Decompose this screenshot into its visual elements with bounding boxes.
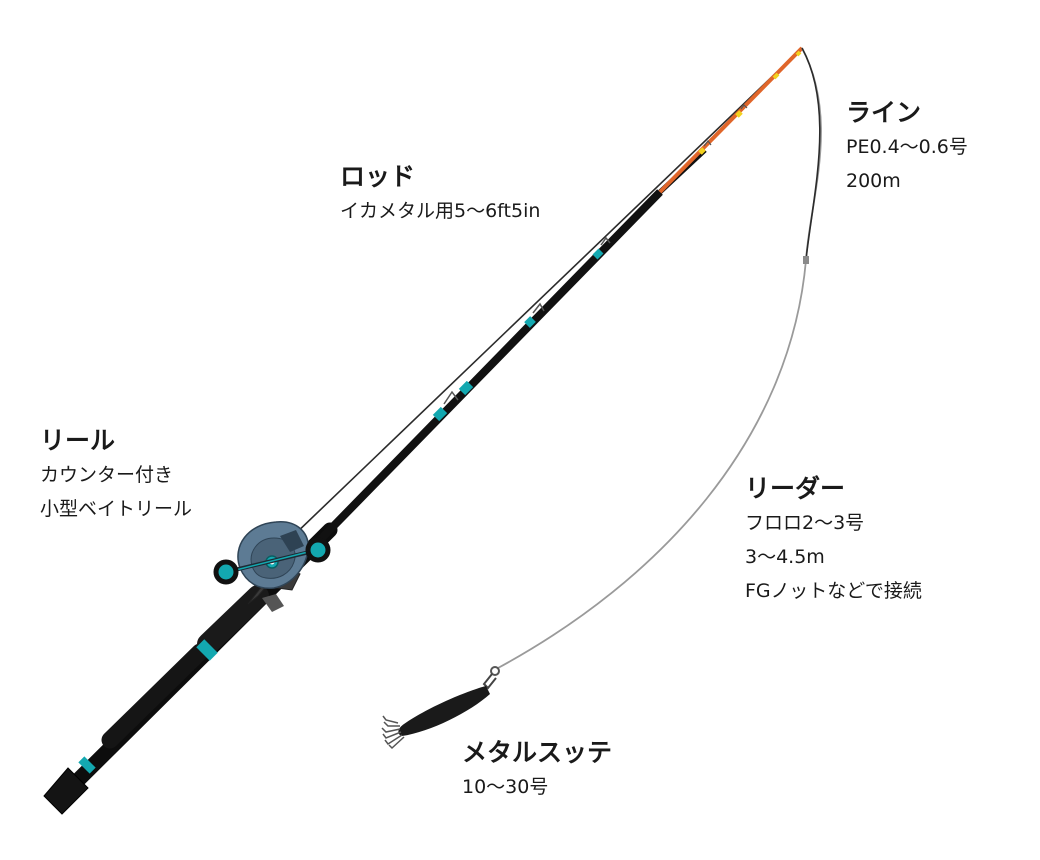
leader-length: 3〜4.5m <box>745 546 825 568</box>
main-line-tip-curve <box>801 47 821 261</box>
fg-knot <box>803 256 809 264</box>
rod-solid-tip <box>658 46 804 194</box>
snap-swivel <box>490 666 500 676</box>
baitcasting-reel <box>213 521 331 590</box>
leader-label: リーダー フロロ2〜3号 3〜4.5m FGノットなどで接続 <box>745 472 922 608</box>
rod-blank <box>312 189 663 548</box>
tip-wrap <box>772 72 780 80</box>
line-label: ライン PE0.4〜0.6号 200m <box>846 96 968 198</box>
rod-spec: イカメタル用5〜6ft5in <box>340 200 541 222</box>
sutte-weight: 10〜30号 <box>462 776 549 798</box>
butt-cap <box>43 767 89 815</box>
rod-guide <box>443 390 459 405</box>
grip-ring <box>196 639 218 661</box>
sutte-label: メタルスッテ 10〜30号 <box>462 736 612 804</box>
rod-guide <box>740 104 748 110</box>
reel-spec-type: 小型ベイトリール <box>40 498 193 520</box>
reel-title: リール <box>40 426 116 455</box>
main-line <box>267 47 803 561</box>
sutte-title: メタルスッテ <box>462 738 613 767</box>
rod-title: ロッド <box>340 162 416 191</box>
tip-wrap <box>698 147 706 155</box>
thread-wrap <box>458 380 474 396</box>
tip-wrap <box>735 110 743 118</box>
reel-label: リール カウンター付き 小型ベイトリール <box>40 424 192 526</box>
fore-grip <box>197 585 269 655</box>
snap-clip <box>482 673 497 690</box>
leader-title: リーダー <box>745 474 846 503</box>
handle-knob-left <box>213 559 239 585</box>
trigger <box>262 594 284 612</box>
thread-wrap <box>524 316 536 328</box>
rod-guide <box>600 236 611 246</box>
reel-handle-arm-accent <box>235 551 309 571</box>
squid-jig-hooks <box>381 715 405 750</box>
rod-label: ロッド イカメタル用5〜6ft5in <box>340 160 540 228</box>
tip-wrap <box>795 50 802 57</box>
leader-knot: FGノットなどで接続 <box>745 580 922 602</box>
sutte-body <box>398 686 490 736</box>
line-spec: PE0.4〜0.6号 <box>846 136 968 158</box>
rod-guide <box>703 140 712 147</box>
line-title: ライン <box>846 98 922 127</box>
handle-knob-right <box>305 537 331 563</box>
metal-sutte <box>381 666 500 750</box>
rod-guide <box>532 302 545 314</box>
rear-grip <box>101 643 209 749</box>
line-length: 200m <box>846 170 901 192</box>
grip-ring <box>78 756 96 774</box>
reel-spec-counter: カウンター付き <box>40 464 174 486</box>
leader-spec: フロロ2〜3号 <box>745 512 865 534</box>
thread-wrap <box>592 248 604 260</box>
leader-line <box>497 47 822 669</box>
thread-wrap <box>432 406 448 422</box>
reel-counter <box>280 530 304 552</box>
